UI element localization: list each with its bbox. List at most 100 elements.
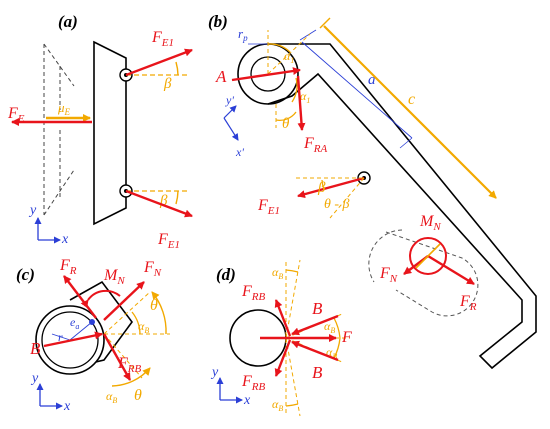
x-label-c: x	[63, 399, 71, 414]
panel-d: (d) αB αB αB αB F B B FRB FRB x y	[210, 259, 352, 417]
alphab-top-label: αB	[272, 265, 283, 281]
beta-arc-bottom	[175, 190, 179, 205]
alphab-top-arc	[285, 269, 299, 273]
fn-c-label: FN	[143, 259, 162, 279]
diag-guide-c-2	[103, 333, 143, 379]
roller-contact-line	[415, 243, 441, 269]
c-dim-tick	[319, 17, 331, 29]
panel-c-label: (c)	[16, 265, 35, 284]
theta-arc-b	[275, 111, 297, 121]
fe1-b-label: FE1	[257, 197, 280, 217]
b-c-label: B	[30, 339, 41, 358]
b-top-d-arrow	[291, 314, 339, 336]
alphab-bot-arc	[285, 403, 299, 407]
beta1-arc	[321, 179, 325, 191]
theta-arc-c-bot	[111, 367, 151, 387]
frb-c-label: FRB	[117, 355, 142, 375]
alpha2-arc	[291, 77, 298, 103]
a-force-arrow	[231, 67, 301, 82]
b-bot-d-label: B	[312, 363, 323, 382]
xp-label: x'	[235, 145, 244, 159]
frb-bot-d-label: FRB	[241, 373, 266, 393]
theta-label-b: θ	[282, 116, 290, 132]
b-top-d-label: B	[312, 299, 323, 318]
fr-c-label: FR	[59, 257, 77, 277]
mn-b-label: MN	[419, 213, 441, 233]
c-dim-arrow	[323, 25, 497, 199]
frb-c-arrow	[102, 333, 132, 381]
bot-guide-d	[285, 337, 301, 417]
a-dim-tick-1	[299, 29, 317, 41]
fe1-b-arrow	[297, 176, 365, 199]
fn-b-label: FN	[379, 265, 398, 285]
xp-axis	[223, 117, 239, 141]
b-c-arrow	[43, 331, 103, 348]
x-label-d: x	[243, 393, 251, 408]
beta1-label: β	[317, 180, 326, 196]
beta-top-label: β	[163, 76, 172, 92]
yp-axis	[223, 105, 237, 119]
frb-top-d-arrow	[274, 299, 292, 337]
alphab2-label-c: αB	[106, 389, 117, 405]
fe1-b-guide-2	[329, 177, 365, 219]
top-guide-d	[285, 259, 301, 339]
ghost-roller-2	[368, 229, 403, 283]
b-bot-d-arrow	[291, 340, 339, 362]
alpha1-arc	[267, 43, 291, 53]
alphab-r2-label: αB	[326, 345, 337, 361]
beta-arc-top	[175, 61, 179, 76]
mn-c-arc	[80, 289, 121, 309]
fe-label: FE	[7, 105, 25, 125]
mn-arc	[409, 237, 447, 275]
beta-bottom-label: β	[159, 193, 168, 209]
x-label-a: x	[61, 232, 69, 247]
r-label: r	[58, 330, 63, 344]
theta-beta-label: θ - β	[324, 197, 350, 212]
fn-c-arrow	[103, 281, 145, 321]
a-dim-line	[301, 41, 413, 139]
theta-top-label-c: θ	[150, 297, 158, 314]
alphab-bot-label: αB	[272, 397, 283, 413]
a-label: a	[368, 72, 376, 88]
mn-c-label: MN	[103, 267, 125, 287]
fr-c-arrow	[63, 275, 97, 319]
fe1-bottom-label: FE1	[157, 231, 180, 251]
alpha1-guide	[267, 33, 311, 75]
alphab-label-c: αB	[138, 319, 149, 335]
ghost-body-outline	[43, 43, 75, 216]
alpha1-label: α1	[284, 49, 294, 65]
alpha2-label: α1	[300, 89, 310, 105]
y-label-d: y	[210, 365, 219, 380]
alphab-r1-label: αB	[324, 319, 335, 335]
rp-label: rp	[238, 26, 248, 43]
alphab-arc-c	[131, 311, 141, 335]
fe1-bottom-arrow	[125, 189, 193, 218]
panel-d-label: (d)	[216, 265, 236, 284]
mu-label: μE	[57, 100, 71, 117]
a-point-label: A	[215, 67, 227, 86]
fe1-top-label: FE1	[151, 29, 174, 49]
frb-top-d-label: FRB	[241, 283, 266, 303]
panel-b: (b) rp a c α1 α1 θ A	[208, 12, 537, 370]
a-dim-tick-2	[399, 137, 413, 149]
l-shaped-link	[267, 43, 537, 370]
y-label-c: y	[30, 371, 39, 386]
yp-label: y'	[225, 93, 234, 107]
diag-guide-c	[103, 291, 151, 335]
ea-line	[69, 321, 93, 341]
fe1-top-arrow	[125, 48, 193, 77]
frb-bot-d-arrow	[274, 339, 292, 377]
ghost-roller	[385, 231, 479, 317]
y-label-a: y	[28, 203, 37, 218]
c-label: c	[408, 91, 415, 108]
fra-label: FRA	[303, 135, 328, 155]
panel-c: (c) ea r θ αB αB θ FR FN MN B FRB	[16, 257, 170, 414]
panel-a: (a) β β μE FE FE1 FE1 x y	[7, 12, 193, 251]
theta-arc-c-top	[151, 291, 167, 335]
ea-label: ea	[70, 315, 79, 331]
fr-b-arrow	[427, 254, 475, 286]
fr-b-label: FR	[459, 293, 477, 313]
r-line	[51, 333, 71, 341]
panel-a-label: (a)	[58, 12, 78, 31]
